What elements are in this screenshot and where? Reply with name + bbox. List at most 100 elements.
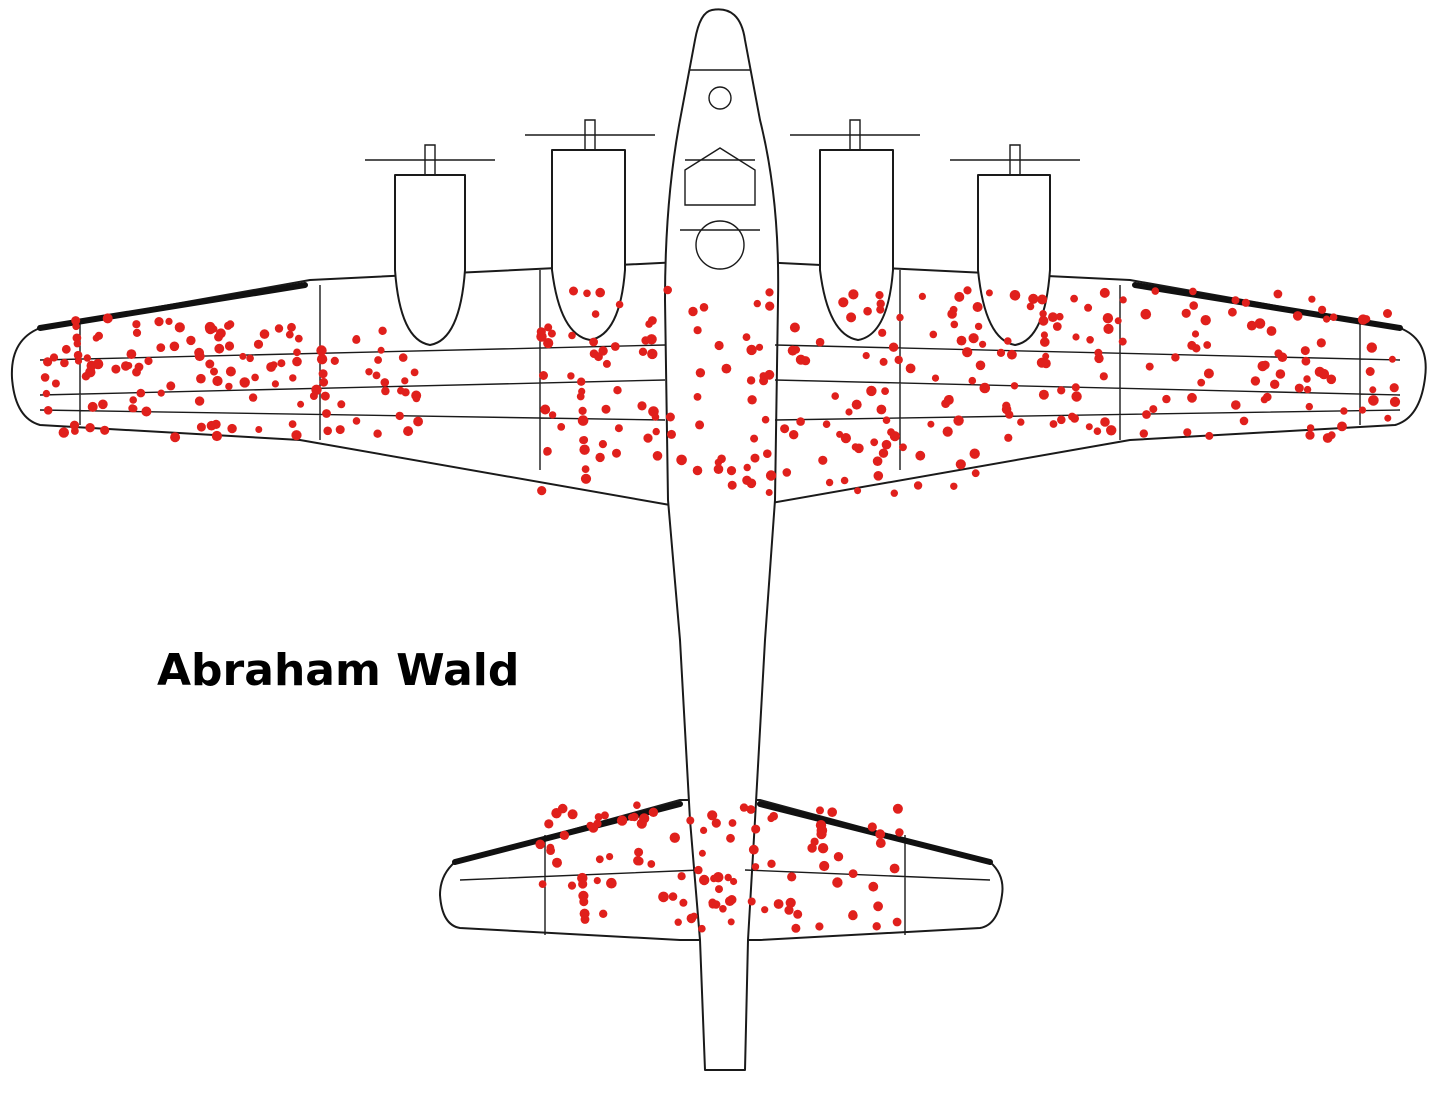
bullet-hole-marker	[719, 905, 727, 913]
bullet-hole-marker	[60, 358, 69, 368]
bullet-hole-marker	[83, 354, 92, 362]
bullet-hole-marker	[51, 379, 60, 388]
bullet-hole-marker	[288, 420, 297, 428]
bullet-hole-marker	[1099, 372, 1108, 381]
bullet-hole-marker	[1084, 303, 1093, 312]
bullet-hole-marker	[589, 337, 598, 347]
bullet-hole-marker	[73, 340, 82, 348]
bullet-hole-marker	[1337, 421, 1347, 432]
bullet-hole-marker	[956, 335, 967, 346]
bullet-hole-marker	[1192, 344, 1201, 353]
bullet-hole-marker	[156, 343, 166, 352]
bullet-hole-marker	[1189, 287, 1197, 296]
bullet-hole-marker	[827, 807, 837, 817]
bullet-hole-marker	[878, 448, 889, 458]
bullet-hole-marker	[929, 330, 938, 339]
bullet-hole-marker	[1005, 410, 1014, 419]
bullet-hole-marker	[1308, 295, 1316, 303]
bullet-hole-marker	[412, 394, 421, 403]
bullet-hole-marker	[974, 322, 983, 331]
bullet-hole-marker	[239, 377, 250, 388]
bullet-hole-marker	[727, 918, 735, 926]
bullet-hole-marker	[833, 852, 844, 862]
bullet-hole-marker	[665, 412, 675, 422]
bullet-hole-marker	[1007, 349, 1017, 360]
bullet-hole-marker	[1231, 400, 1241, 410]
bullet-hole-marker	[567, 809, 578, 820]
bullet-hole-marker	[643, 433, 653, 443]
bullet-hole-marker	[763, 449, 772, 459]
bullet-hole-marker	[881, 439, 892, 450]
bullet-hole-marker	[1142, 410, 1151, 419]
bullet-hole-marker	[1009, 290, 1021, 301]
bullet-hole-marker	[196, 373, 206, 384]
nose-turret	[708, 86, 732, 110]
bullet-hole-marker	[890, 489, 898, 497]
bullet-hole-marker	[746, 805, 756, 814]
bullet-hole-marker	[873, 471, 884, 481]
bullet-hole-marker	[316, 354, 328, 365]
bullet-hole-marker	[1162, 394, 1171, 404]
bullet-hole-marker	[693, 326, 702, 335]
bullet-hole-marker	[100, 425, 110, 435]
bullet-hole-marker	[1118, 337, 1127, 346]
bullet-hole-marker	[1303, 375, 1311, 383]
bullet-hole-marker	[259, 329, 270, 339]
bullet-hole-marker	[92, 358, 104, 370]
bullet-hole-marker	[318, 369, 328, 379]
bullet-hole-marker	[330, 356, 339, 365]
bullet-hole-marker	[595, 287, 605, 298]
bullet-hole-marker	[648, 406, 659, 417]
bullet-hole-marker	[972, 302, 983, 312]
bullet-hole-marker	[612, 448, 621, 458]
bullet-hole-marker	[979, 382, 991, 394]
bullet-hole-marker	[594, 813, 603, 821]
bullet-hole-marker	[748, 844, 759, 855]
bullet-hole-marker	[1270, 379, 1280, 389]
bullet-hole-marker	[710, 874, 718, 883]
bullet-hole-marker	[695, 420, 705, 430]
bullet-hole-marker	[699, 874, 710, 886]
bullet-hole-marker	[1119, 296, 1127, 304]
bullet-hole-marker	[840, 433, 852, 444]
bullet-hole-marker	[580, 436, 589, 444]
bullet-hole-marker	[599, 909, 608, 918]
bullet-hole-marker	[876, 305, 885, 314]
bullet-hole-marker	[695, 368, 706, 378]
bullet-hole-marker	[1151, 287, 1160, 295]
bullet-hole-marker	[132, 320, 141, 329]
bullet-hole-marker	[725, 896, 735, 906]
bullet-hole-marker	[1189, 301, 1198, 310]
bullet-hole-marker	[1052, 322, 1062, 331]
bullet-hole-marker	[136, 388, 146, 398]
bullet-hole-marker	[1316, 338, 1326, 348]
bullet-hole-marker	[270, 361, 278, 369]
bullet-hole-marker	[1231, 296, 1240, 305]
bullet-hole-marker	[544, 819, 554, 829]
bullet-hole-marker	[548, 411, 557, 419]
right-wing-leading-edge	[1132, 282, 1403, 331]
bullet-hole-marker	[578, 406, 587, 415]
bullet-hole-marker	[773, 899, 784, 909]
bullet-hole-marker	[1300, 346, 1310, 356]
bullet-hole-marker	[892, 917, 902, 927]
bullet-hole-marker	[780, 424, 790, 434]
bullet-hole-marker	[285, 330, 294, 339]
bullet-hole-marker	[679, 898, 688, 907]
bullet-hole-marker	[888, 342, 899, 352]
bullet-hole-marker	[583, 289, 591, 298]
bullet-hole-marker	[637, 401, 647, 411]
bullet-hole-marker	[87, 401, 98, 412]
bullet-hole-marker	[816, 806, 824, 815]
bullet-hole-marker	[134, 362, 144, 372]
bullet-hole-marker	[214, 343, 225, 354]
bullet-hole-marker	[287, 322, 296, 332]
bullet-hole-marker	[765, 288, 774, 297]
bullet-hole-marker	[567, 881, 577, 890]
bullet-hole-marker	[397, 386, 405, 395]
bullet-hole-marker	[204, 321, 216, 333]
bullet-hole-marker	[174, 322, 185, 333]
bullet-hole-marker	[872, 922, 881, 931]
bullet-hole-marker	[694, 865, 703, 875]
bullet-hole-marker	[297, 400, 305, 408]
